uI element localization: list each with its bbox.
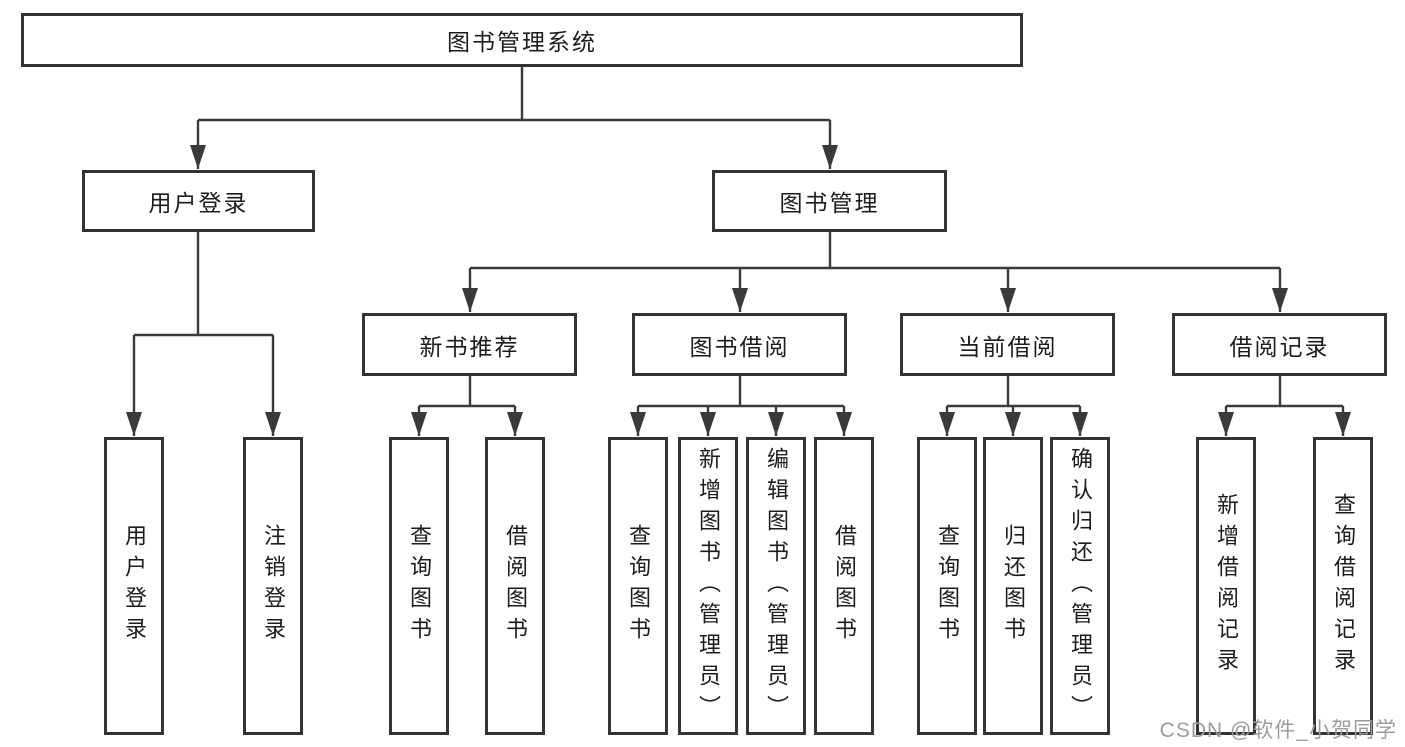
node-label: 图书管理系统 — [447, 29, 597, 55]
node-current-borrow: 当前借阅 — [900, 313, 1115, 376]
leaf-label: 新增图书（管理员） — [696, 446, 721, 726]
leaf-return-book: 归还图书 — [983, 437, 1043, 735]
leaf-label: 归还图书 — [1001, 524, 1026, 648]
node-user-login: 用户登录 — [82, 170, 315, 232]
watermark-text: CSDN @软件_小贺同学 — [1159, 719, 1397, 742]
leaf-label: 确认归还（管理员） — [1068, 446, 1093, 726]
leaf-edit-book-admin: 编辑图书（管理员） — [746, 437, 806, 735]
leaf-label: 查询图书 — [407, 524, 432, 648]
leaf-query-borrow-record: 查询借阅记录 — [1313, 437, 1373, 735]
current-borrow-branch-line — [947, 376, 1080, 408]
leaf-label: 用户登录 — [122, 524, 147, 648]
leaf-label: 查询图书 — [626, 524, 651, 648]
new-books-branch-line — [419, 376, 515, 408]
leaf-label: 借阅图书 — [832, 524, 857, 648]
node-label: 图书借阅 — [689, 333, 790, 360]
node-label: 图书管理 — [779, 190, 880, 216]
leaf-query-books-recommend: 查询图书 — [389, 437, 449, 735]
node-book-management: 图书管理 — [712, 170, 947, 232]
leaf-query-books-current: 查询图书 — [917, 437, 977, 735]
leaf-logout: 注销登录 — [243, 437, 303, 735]
leaf-label: 编辑图书（管理员） — [764, 446, 789, 726]
leaf-borrow-books-recommend: 借阅图书 — [485, 437, 545, 735]
borrow-records-branch-line — [1226, 376, 1343, 408]
node-book-borrow: 图书借阅 — [632, 313, 847, 376]
node-library-management-system: 图书管理系统 — [21, 13, 1023, 67]
leaf-label: 查询图书 — [935, 524, 960, 648]
leaf-label: 注销登录 — [261, 524, 286, 648]
node-borrow-records: 借阅记录 — [1172, 313, 1387, 376]
leaf-query-books-borrow: 查询图书 — [608, 437, 668, 735]
book-borrow-branch-line — [638, 376, 844, 408]
root-branch-line — [198, 67, 830, 122]
leaf-add-book-admin: 新增图书（管理员） — [678, 437, 738, 735]
node-label: 当前借阅 — [957, 333, 1058, 360]
leaf-label: 新增借阅记录 — [1214, 493, 1239, 679]
leaf-add-borrow-record: 新增借阅记录 — [1196, 437, 1256, 735]
leaf-user-login: 用户登录 — [104, 437, 164, 735]
book-mgmt-branch-line — [470, 232, 1280, 270]
leaf-confirm-return-admin: 确认归还（管理员） — [1050, 437, 1110, 735]
leaf-label: 借阅图书 — [503, 524, 528, 648]
node-new-book-recommend: 新书推荐 — [362, 313, 577, 376]
leaf-borrow-books: 借阅图书 — [814, 437, 874, 735]
leaf-label: 查询借阅记录 — [1331, 493, 1356, 679]
node-label: 用户登录 — [148, 190, 249, 216]
node-label: 借阅记录 — [1229, 333, 1330, 360]
user-login-branch-line — [134, 232, 273, 337]
node-label: 新书推荐 — [419, 333, 520, 360]
